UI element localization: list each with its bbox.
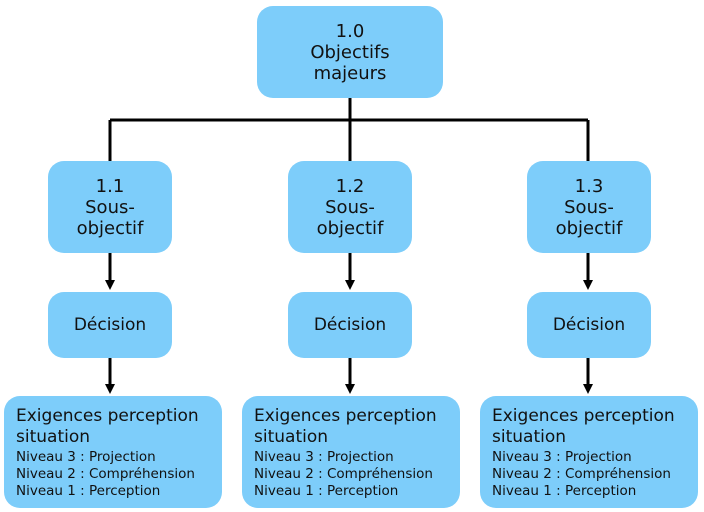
root-label-line2: majeurs — [313, 62, 387, 84]
decision-label: Décision — [552, 315, 626, 335]
decision-label: Décision — [73, 315, 147, 335]
root-label-line1: Objectifs — [310, 41, 390, 63]
sub-objective-label-line2: objectif — [555, 217, 623, 239]
requirements-level-3: Niveau 3 : Projection — [16, 449, 156, 465]
requirements-level-1: Niveau 1 : Perception — [16, 483, 161, 499]
requirements-title-line2: situation — [16, 427, 91, 447]
requirements-title-line1: Exigences perception — [254, 406, 437, 426]
sub-objective-number: 1.3 — [574, 175, 604, 197]
root-node: 1.0 Objectifs majeurs — [257, 6, 443, 98]
sub-objective-label-line1: Sous- — [85, 196, 135, 218]
requirements-node-2: Exigences perception situation Niveau 3 … — [242, 396, 460, 508]
requirements-title-line2: situation — [492, 427, 567, 447]
requirements-node-1: Exigences perception situation Niveau 3 … — [4, 396, 222, 508]
sub-objective-node-2: 1.2 Sous- objectif — [288, 161, 412, 253]
sub-objective-label-line1: Sous- — [325, 196, 375, 218]
requirements-level-2: Niveau 2 : Compréhension — [16, 466, 195, 482]
requirements-level-1: Niveau 1 : Perception — [492, 483, 637, 499]
requirements-level-3: Niveau 3 : Projection — [254, 449, 394, 465]
sub-objective-label-line1: Sous- — [564, 196, 614, 218]
requirements-level-1: Niveau 1 : Perception — [254, 483, 399, 499]
requirements-title-line1: Exigences perception — [16, 406, 199, 426]
sub-objective-node-3: 1.3 Sous- objectif — [527, 161, 651, 253]
requirements-title-line2: situation — [254, 427, 329, 447]
requirements-node-3: Exigences perception situation Niveau 3 … — [480, 396, 698, 508]
decision-node-1: Décision — [48, 292, 172, 358]
sub-objective-label-line2: objectif — [316, 217, 384, 239]
sub-objective-number: 1.1 — [95, 175, 125, 197]
requirements-title-line1: Exigences perception — [492, 406, 675, 426]
requirements-level-2: Niveau 2 : Compréhension — [254, 466, 433, 482]
sub-objective-label-line2: objectif — [76, 217, 144, 239]
root-number: 1.0 — [335, 20, 365, 42]
requirements-level-2: Niveau 2 : Compréhension — [492, 466, 671, 482]
requirements-level-3: Niveau 3 : Projection — [492, 449, 632, 465]
sub-objective-number: 1.2 — [335, 175, 365, 197]
decision-node-3: Décision — [527, 292, 651, 358]
sub-objective-node-1: 1.1 Sous- objectif — [48, 161, 172, 253]
decision-node-2: Décision — [288, 292, 412, 358]
decision-label: Décision — [313, 315, 387, 335]
